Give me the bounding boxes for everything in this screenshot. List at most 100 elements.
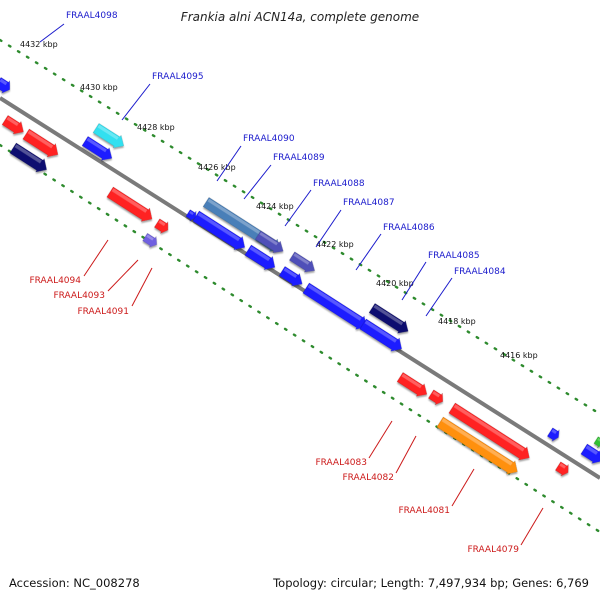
gene-arrow-shape — [278, 266, 303, 287]
gene-label[interactable]: FRAAL4085 — [428, 251, 480, 261]
gene-arrow[interactable] — [593, 435, 600, 449]
gene-arrow-highlight — [373, 304, 404, 326]
gene-label-leader-line — [395, 435, 417, 474]
kbp-tick-label: 4426 kbp — [198, 163, 236, 172]
gene-arrow[interactable] — [448, 401, 534, 464]
gene-arrow-highlight — [551, 429, 557, 434]
gene-label[interactable]: FRAAL4083 — [315, 458, 367, 468]
gene-arrow-highlight — [97, 124, 119, 140]
gene-label-leader-line — [368, 420, 393, 459]
gene-label-leader-line — [243, 164, 272, 200]
accession-text: Accession: NC_008278 — [9, 576, 140, 590]
gene-label[interactable]: FRAAL4098 — [66, 11, 118, 21]
gene-label[interactable]: FRAAL4082 — [342, 473, 394, 483]
gene-arrow[interactable] — [9, 141, 51, 176]
gene-arrow[interactable] — [254, 229, 287, 257]
kbp-tick-label: 4422 kbp — [316, 240, 354, 249]
gene-arrow-highlight — [441, 418, 513, 466]
gene-layer — [0, 76, 600, 478]
gene-arrow-highlight — [585, 445, 598, 455]
gene-label[interactable]: FRAAL4094 — [29, 276, 81, 286]
gene-arrow-shape — [593, 436, 600, 449]
gene-arrow-highlight — [27, 130, 54, 149]
gene-arrow-highlight — [111, 188, 148, 213]
reverse-tick-track — [0, 143, 600, 534]
gene-arrow[interactable] — [288, 250, 318, 276]
gene-arrow[interactable] — [244, 243, 280, 274]
gene-arrow-shape — [368, 303, 409, 334]
gene-arrow-highlight — [453, 404, 525, 452]
gene-label[interactable]: FRAAL4089 — [273, 153, 325, 163]
gene-arrow-highlight — [307, 284, 362, 321]
gene-arrow-shape — [9, 142, 47, 173]
gene-arrow-shape — [0, 77, 11, 94]
gene-arrow[interactable] — [81, 135, 116, 165]
gene-arrow-highlight — [146, 234, 154, 241]
gene-label-leader-line — [121, 83, 151, 121]
gene-arrow[interactable] — [554, 460, 572, 478]
gene-arrow-shape — [396, 372, 428, 397]
gene-arrow-shape — [436, 416, 518, 475]
gene-arrow[interactable] — [359, 317, 406, 355]
gene-arrow-highlight — [158, 220, 166, 227]
gene-label[interactable]: FRAAL4090 — [243, 134, 295, 144]
gene-arrow[interactable] — [92, 122, 128, 152]
gene-label-layer: FRAAL4098FRAAL4095FRAAL4090FRAAL4089FRAA… — [29, 11, 544, 555]
gene-arrow-highlight — [0, 78, 8, 86]
forward-tick-track — [0, 38, 600, 416]
gene-arrow[interactable] — [302, 281, 371, 333]
gene-label[interactable]: FRAAL4091 — [77, 307, 129, 317]
gene-arrow-shape — [546, 427, 560, 442]
gene-arrow[interactable] — [436, 415, 522, 478]
gene-label-leader-line — [131, 267, 153, 307]
gene-arrow-shape — [185, 209, 197, 222]
gene-arrow-shape — [142, 232, 158, 248]
gene-label-leader-line — [451, 468, 475, 507]
gene-arrow-highlight — [364, 320, 397, 343]
genome-summary-text: Topology: circular; Length: 7,497,934 bp… — [273, 576, 589, 590]
kbp-tick-label: 4430 kbp — [80, 83, 118, 92]
gene-label-leader-line — [425, 277, 453, 317]
gene-arrow-highlight — [207, 198, 275, 244]
gene-arrow[interactable] — [141, 232, 160, 251]
gene-arrow[interactable] — [106, 185, 157, 225]
gene-arrow-shape — [448, 402, 530, 461]
gene-label-leader-line — [355, 233, 382, 271]
gene-label[interactable]: FRAAL4084 — [454, 267, 506, 277]
gene-label-leader-line — [315, 209, 342, 248]
kbp-tick-label: 4432 kbp — [20, 40, 58, 49]
gene-arrow-shape — [554, 461, 569, 477]
gene-arrow[interactable] — [22, 127, 63, 161]
gene-arrow[interactable] — [185, 208, 199, 223]
gene-arrow[interactable] — [368, 302, 412, 338]
gene-label[interactable]: FRAAL4087 — [343, 198, 395, 208]
gene-label-leader-line — [83, 239, 109, 277]
gene-arrow[interactable] — [580, 442, 600, 467]
gene-label[interactable]: FRAAL4093 — [53, 291, 105, 301]
gene-arrow-shape — [81, 136, 113, 161]
gene-arrow[interactable] — [278, 265, 306, 291]
gene-arrow[interactable] — [427, 388, 446, 407]
gene-arrow[interactable] — [396, 371, 431, 401]
map-title: Frankia alni ACN14a, complete genome — [180, 10, 420, 24]
gene-label[interactable]: FRAAL4088 — [313, 179, 365, 189]
gene-arrow-highlight — [597, 438, 600, 442]
gene-label[interactable]: FRAAL4079 — [467, 545, 519, 555]
gene-arrow[interactable] — [546, 426, 562, 443]
gene-arrow[interactable] — [153, 217, 172, 236]
gene-label[interactable]: FRAAL4095 — [152, 72, 204, 82]
gene-arrow-shape — [427, 389, 444, 406]
gene-arrow[interactable] — [0, 76, 14, 96]
gene-arrow[interactable] — [192, 209, 249, 254]
gene-label[interactable]: FRAAL4086 — [383, 223, 435, 233]
gene-label-leader-line — [401, 261, 427, 301]
gene-arrow-highlight — [283, 267, 298, 278]
gene-label[interactable]: FRAAL4081 — [398, 506, 450, 516]
kbp-tick-label: 4416 kbp — [500, 351, 538, 360]
gene-arrow-highlight — [432, 391, 440, 398]
gene-arrow[interactable] — [1, 114, 28, 139]
gene-arrow-highlight — [197, 212, 240, 242]
gene-arrow-highlight — [6, 116, 19, 126]
